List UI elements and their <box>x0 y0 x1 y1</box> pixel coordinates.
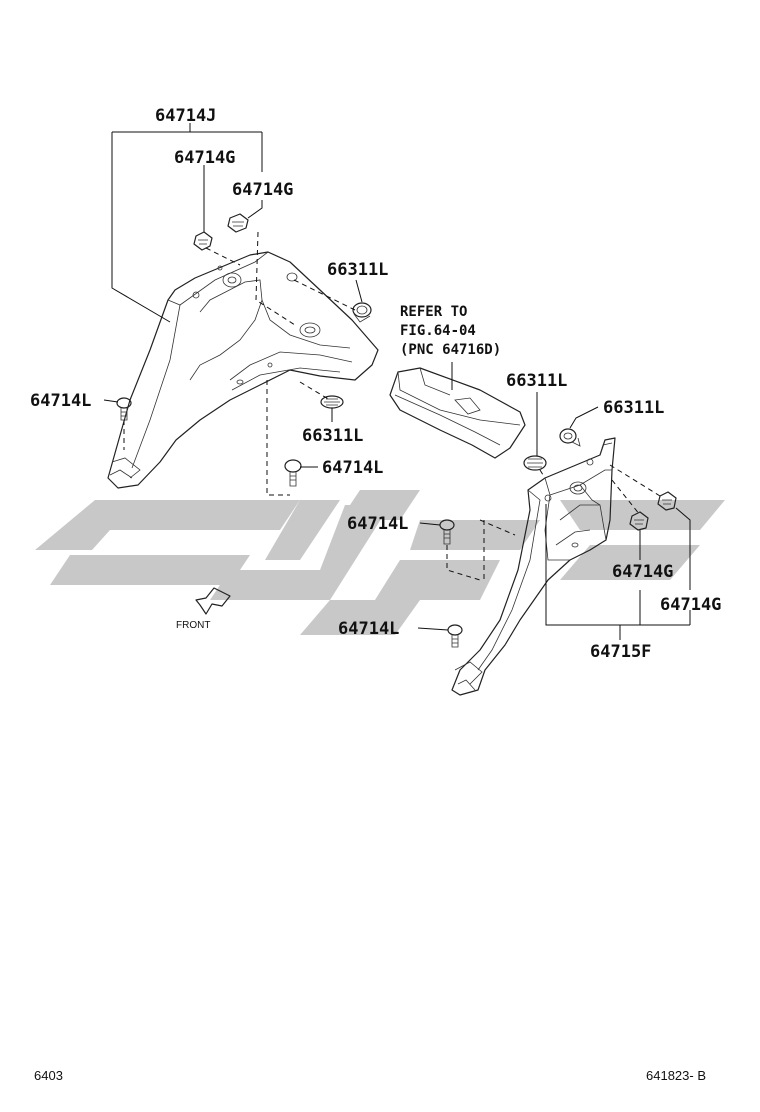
label-64714j: 64714J <box>155 106 216 126</box>
grommet-66311l-upper <box>352 302 372 323</box>
note-line-2: FIG.64-04 <box>400 323 476 339</box>
pin-64714l-right-lower <box>447 624 463 648</box>
label-64714g-right-b: 64714G <box>660 595 721 615</box>
note-line-3: (PNC 64716D) <box>400 342 501 358</box>
grommet-66311l-left-lower <box>320 395 344 409</box>
label-64714l-right-lower: 64714L <box>338 619 399 639</box>
footer-illustration-code: 641823- B <box>646 1068 706 1083</box>
label-64714l-right-upper: 64714L <box>347 514 408 534</box>
grommet-66311l-right <box>559 428 581 447</box>
label-64714g-right-a: 64714G <box>612 562 673 582</box>
label-64714l-center: 64714L <box>322 458 383 478</box>
dashed-lines <box>123 231 661 581</box>
label-66311l-right: 66311L <box>603 398 664 418</box>
label-64714l-left: 64714L <box>30 391 91 411</box>
pin-64714l-left <box>116 397 132 421</box>
label-66311l-center: 66311L <box>506 371 567 391</box>
label-64714g-upper: 64714G <box>174 148 235 168</box>
clip-64714g-right-b <box>657 491 677 511</box>
front-label: FRONT <box>176 620 210 631</box>
clip-64714g-right-a <box>629 511 649 531</box>
pin-64714l-center <box>284 459 302 487</box>
right-quarter-trim-panel <box>451 437 616 696</box>
label-64715f: 64715F <box>590 642 651 662</box>
note-line-1: REFER TO <box>400 304 467 320</box>
label-64714g-lower: 64714G <box>232 180 293 200</box>
grommet-66311l-center <box>523 455 547 471</box>
clip-64714g-upper <box>193 231 213 251</box>
clip-64714g-lower <box>227 213 249 233</box>
footer-page-code: 6403 <box>34 1068 63 1083</box>
leader-lines <box>103 123 691 640</box>
label-66311l-left: 66311L <box>302 426 363 446</box>
front-arrow <box>195 587 231 615</box>
rear-scuff-plate <box>389 367 526 459</box>
left-quarter-trim-panel <box>107 251 379 489</box>
label-66311l-upper: 66311L <box>327 260 388 280</box>
watermark-logo <box>35 490 725 635</box>
